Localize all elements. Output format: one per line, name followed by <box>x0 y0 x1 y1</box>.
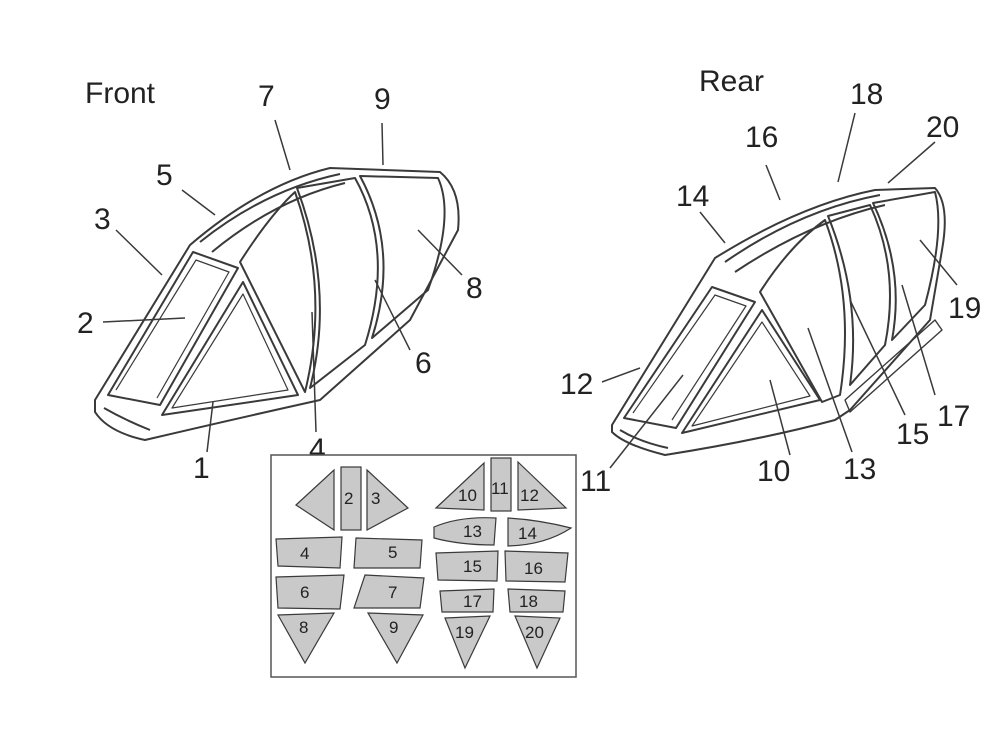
callout-18: 18 <box>850 78 883 111</box>
callout-13: 13 <box>843 453 876 486</box>
rear-panel-11 <box>623 286 756 429</box>
mask-label-8: 8 <box>299 618 308 637</box>
mask-label-12: 12 <box>520 486 539 505</box>
mask-numbers: 2 3 4 5 6 7 8 9 10 11 12 13 14 15 16 17 … <box>299 479 544 642</box>
rear-callouts: 10 11 12 13 14 15 16 17 18 19 20 <box>560 78 981 498</box>
front-panel-1 <box>161 281 299 416</box>
front-panel-2 <box>107 251 239 406</box>
rear-title: Rear <box>699 65 764 98</box>
mask-label-13: 13 <box>463 522 482 541</box>
rear-leaders <box>601 112 958 469</box>
callout-3: 3 <box>94 203 111 236</box>
callout-10: 10 <box>757 455 790 488</box>
mask-label-9: 9 <box>389 618 398 637</box>
callout-2: 2 <box>77 307 94 340</box>
front-panel-8 <box>359 175 446 339</box>
mask-piece-3 <box>366 468 410 532</box>
callout-9: 9 <box>374 83 391 116</box>
callout-16: 16 <box>745 121 778 154</box>
mask-piece-8 <box>276 612 336 665</box>
mask-piece-12 <box>517 460 568 511</box>
mask-label-3: 3 <box>371 489 380 508</box>
mask-label-5: 5 <box>388 543 397 562</box>
front-panel-6 <box>296 177 379 389</box>
mask-label-14: 14 <box>518 524 537 543</box>
mask-label-4: 4 <box>300 544 309 563</box>
mask-label-6: 6 <box>300 583 309 602</box>
mask-label-16: 16 <box>524 559 543 578</box>
mask-label-15: 15 <box>463 557 482 576</box>
front-panel-4 <box>239 191 317 393</box>
rear-panel-17 <box>872 191 940 341</box>
front-canopy <box>94 167 460 441</box>
mask-piece-19 <box>444 615 491 670</box>
callout-6: 6 <box>415 347 432 380</box>
mask-piece-5 <box>353 537 423 569</box>
mask-piece-11 <box>490 457 512 512</box>
callout-11: 11 <box>580 465 611 498</box>
rear-canopy <box>611 187 946 456</box>
callout-19: 19 <box>948 292 981 325</box>
mask-pieces <box>275 457 573 670</box>
mask-label-2: 2 <box>344 489 353 508</box>
mask-piece-4 <box>275 536 343 569</box>
callout-20: 20 <box>926 111 959 144</box>
mask-label-18: 18 <box>519 592 538 611</box>
mask-piece-6 <box>275 574 345 610</box>
mask-label-11: 11 <box>491 479 509 498</box>
mask-piece-15 <box>435 550 499 582</box>
callout-15: 15 <box>896 418 929 451</box>
mask-label-19: 19 <box>455 623 474 642</box>
callout-17: 17 <box>937 400 970 433</box>
callout-7: 7 <box>258 80 275 113</box>
mask-label-7: 7 <box>388 583 397 602</box>
mask-piece-10 <box>434 461 485 511</box>
rear-canopy-outline <box>611 187 946 456</box>
mask-label-10: 10 <box>458 486 477 505</box>
callout-1: 1 <box>193 452 210 485</box>
callout-14: 14 <box>676 180 709 213</box>
mask-piece-1 <box>295 468 335 532</box>
callout-5: 5 <box>156 159 173 192</box>
mask-piece-9 <box>366 612 424 665</box>
mask-piece-14 <box>507 517 573 547</box>
mask-piece-17 <box>439 588 495 613</box>
mask-piece-7 <box>353 574 425 609</box>
rear-panel-13 <box>759 219 846 403</box>
rear-panel-10 <box>681 309 821 434</box>
mask-label-20: 20 <box>525 623 544 642</box>
mask-label-17: 17 <box>463 592 482 611</box>
mask-piece-16 <box>504 550 569 583</box>
mask-piece-2 <box>340 466 362 531</box>
rear-panel-15 <box>827 204 891 386</box>
callout-12: 12 <box>560 368 593 401</box>
front-leaders <box>102 119 463 453</box>
mask-piece-20 <box>514 615 561 670</box>
front-title: Front <box>85 77 156 110</box>
mask-piece-13 <box>433 517 497 546</box>
mask-piece-18 <box>507 588 566 613</box>
callout-8: 8 <box>466 272 483 305</box>
